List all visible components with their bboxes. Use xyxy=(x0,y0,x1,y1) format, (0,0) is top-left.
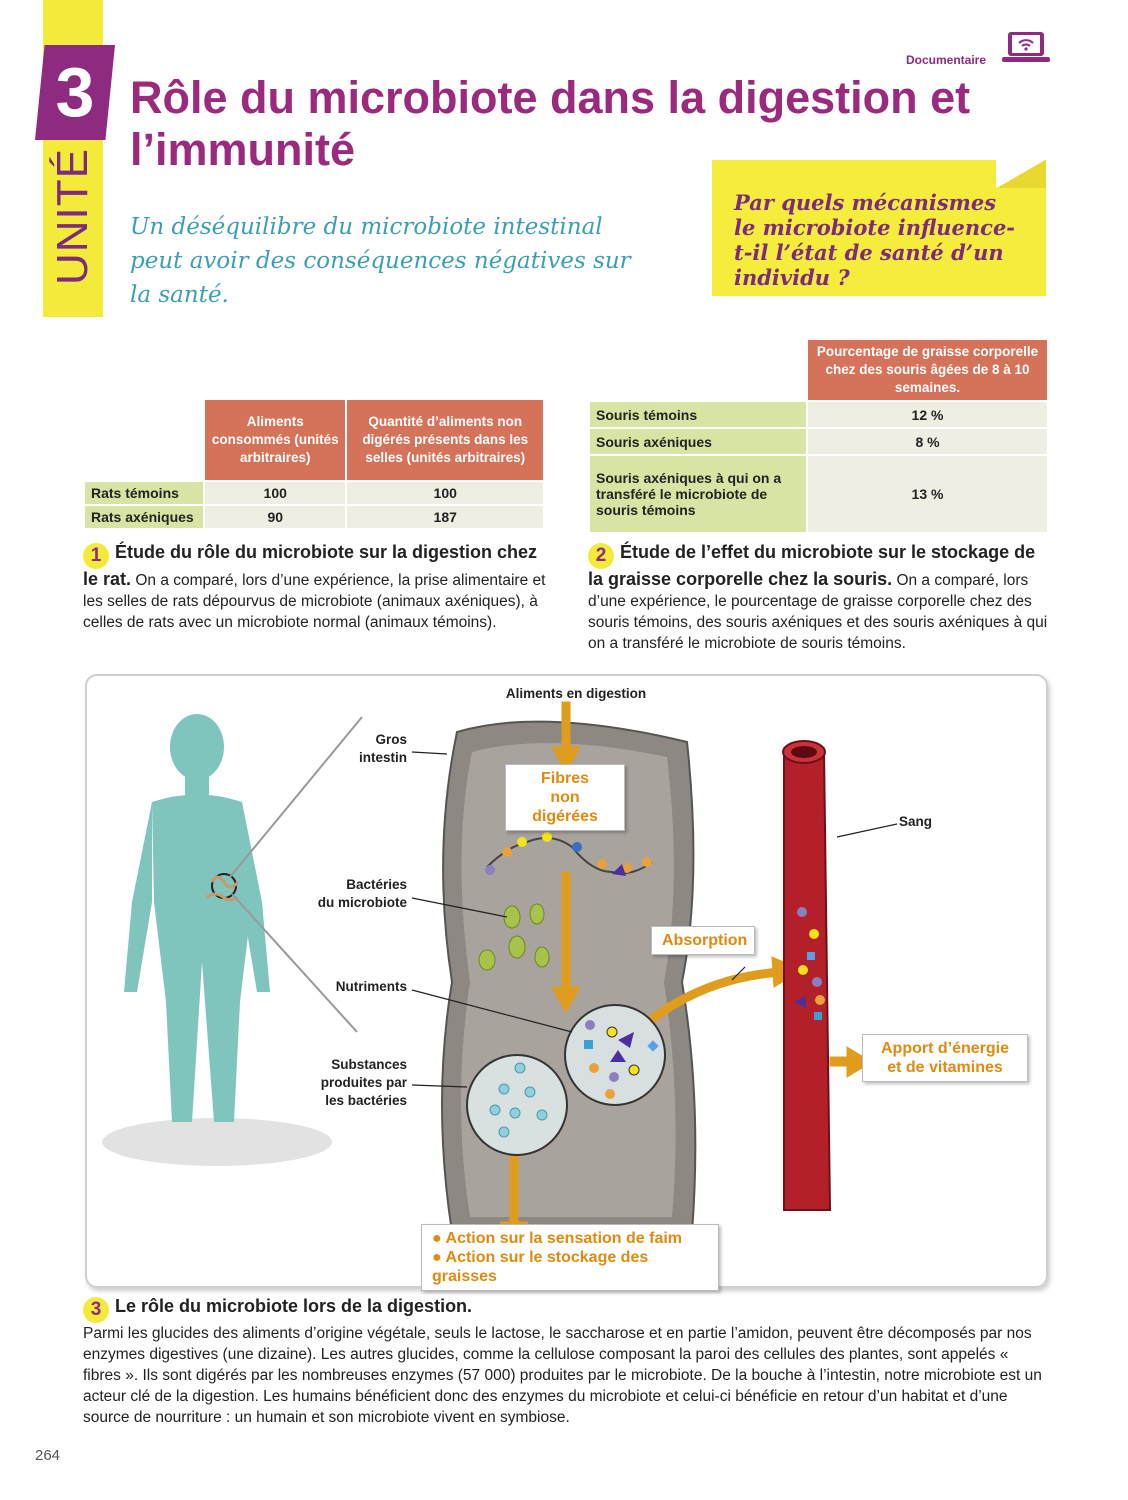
diagram-drawing xyxy=(102,701,898,1243)
doc-number-badge: 3 xyxy=(83,1297,109,1323)
label-substances-1: Substances xyxy=(331,1057,407,1072)
blood-molecules xyxy=(794,907,825,1020)
label-gros: Gros xyxy=(375,732,407,747)
table-header: Quantité d’aliments non digérés présents… xyxy=(347,400,543,480)
laptop-wifi-icon[interactable] xyxy=(1002,30,1050,71)
fiber-beads xyxy=(485,832,652,876)
page-title: Rôle du microbiote dans la digestion et … xyxy=(130,72,971,175)
digestion-diagram: Aliments en digestion Gros intestin Fibr… xyxy=(85,674,1048,1291)
label-bacteria-1: Bactéries xyxy=(346,877,407,892)
table-mice: Pourcentage de graisse corporelle chez d… xyxy=(588,338,1049,534)
unit-label: UNITÉ xyxy=(48,148,97,285)
label-sang: Sang xyxy=(899,814,933,829)
blood-vessel xyxy=(783,751,832,1211)
absorption-box: Absorption xyxy=(651,926,755,955)
label-substances-3: les bactéries xyxy=(325,1093,407,1108)
table-header: Pourcentage de graisse corporelle chez d… xyxy=(808,340,1047,400)
table-header: Aliments consommés (unités arbitraires) xyxy=(205,400,346,480)
table-row: Souris axéniques à qui on a transféré le… xyxy=(590,456,1047,532)
nutrient-molecules xyxy=(584,1020,659,1099)
label-substances-2: produites par xyxy=(320,1075,407,1090)
doc-type-label: Documentaire xyxy=(906,53,987,67)
label-intestin: intestin xyxy=(358,750,407,765)
label-food: Aliments en digestion xyxy=(505,686,647,701)
page-number: 264 xyxy=(35,1447,61,1464)
question-box: Par quels mécanismes le microbiote influ… xyxy=(712,160,1046,296)
substance-bubble xyxy=(466,1054,568,1156)
shadow xyxy=(102,1118,332,1166)
doc-number-badge: 2 xyxy=(588,543,614,569)
action-box: ● Action sur la sensation de faim● Actio… xyxy=(421,1224,719,1291)
label-nutriments: Nutriments xyxy=(335,979,407,994)
subtitle: Un déséquilibre du microbiote intestinal… xyxy=(130,214,631,308)
bacteria xyxy=(478,903,550,971)
doc-number-badge: 1 xyxy=(83,543,109,569)
human-body-icon xyxy=(124,714,270,1122)
label-bacteria-2: du microbiote xyxy=(317,895,407,910)
unit-number: 3 xyxy=(35,45,115,140)
page-fold xyxy=(996,160,1046,188)
leader-lines xyxy=(411,751,898,1088)
table-rats: Aliments consommés (unités arbitraires)Q… xyxy=(83,398,545,530)
arrows xyxy=(499,701,873,1243)
